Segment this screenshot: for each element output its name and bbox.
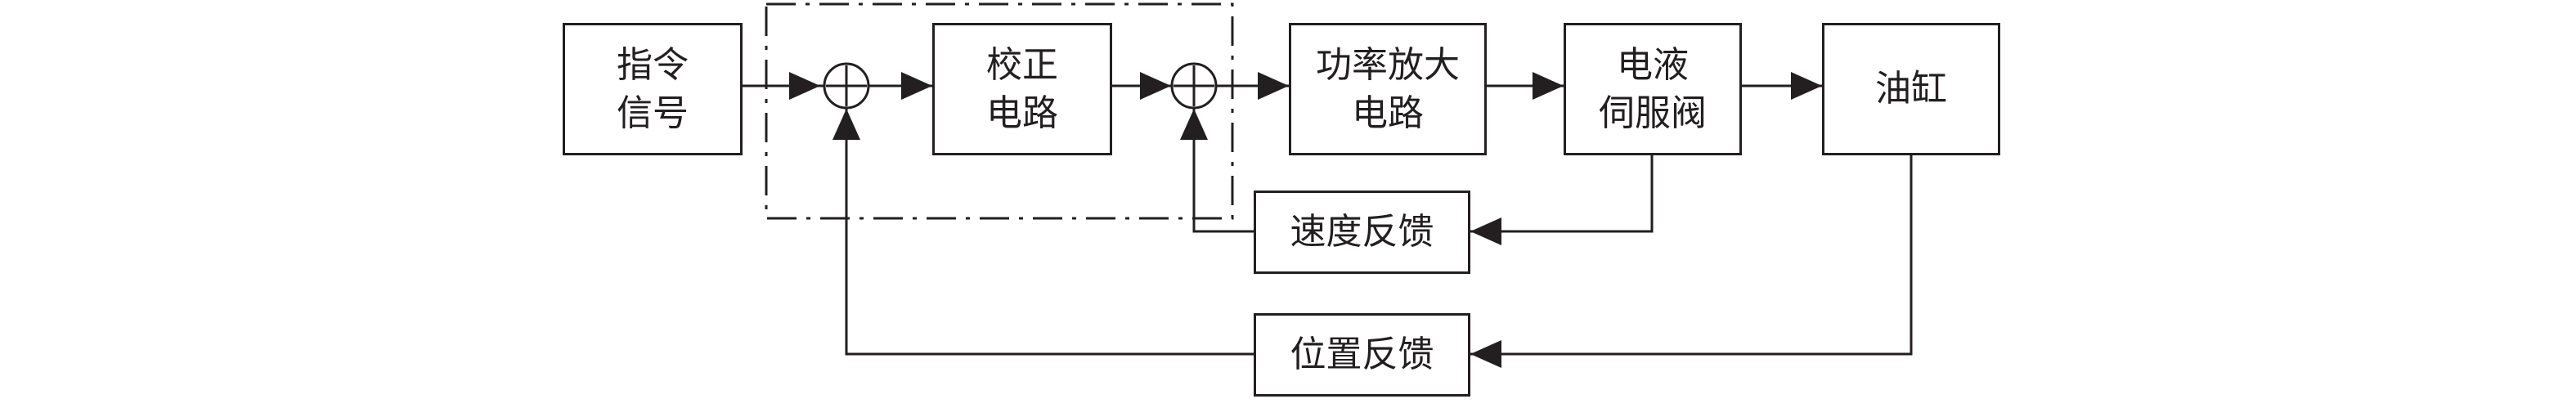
- velocity-feedback-label: 速度反馈: [1290, 211, 1434, 253]
- connector-position-feedback-to-sum1: [845, 109, 1254, 356]
- summing-junction-2: [1170, 62, 1218, 110]
- servo-valve-block: 电液 伺服阀: [1564, 23, 1742, 155]
- arrowhead-sum1-input: [789, 72, 820, 100]
- velocity-feedback-block: 速度反馈: [1254, 191, 1470, 274]
- position-feedback-label: 位置反馈: [1290, 334, 1434, 376]
- arrowhead-sum1-feedback: [832, 109, 860, 140]
- command-signal-label: 指令 信号: [617, 43, 689, 134]
- power-amp-circuit-block: 功率放大 电路: [1289, 23, 1487, 155]
- arrowhead-sum2-feedback: [1180, 109, 1208, 140]
- correction-circuit-block: 校正 电路: [932, 23, 1112, 155]
- arrowhead-sum2-input: [1140, 72, 1171, 100]
- arrowhead-velocity-feedback-input: [1470, 217, 1501, 245]
- hydraulic-cylinder-label: 油缸: [1875, 68, 1947, 110]
- arrowhead-valve-input: [1533, 72, 1564, 100]
- power-amp-circuit-label: 功率放大 电路: [1316, 43, 1460, 134]
- connector-valve-to-velocity-feedback: [1470, 154, 1654, 233]
- connector-cylinder-to-position-feedback: [1470, 154, 1913, 356]
- connector-velocity-feedback-to-sum2: [1192, 109, 1254, 233]
- arrowhead-power-amp-input: [1258, 72, 1289, 100]
- hydraulic-cylinder-block: 油缸: [1822, 23, 2000, 155]
- correction-circuit-label: 校正 电路: [986, 43, 1058, 134]
- arrowhead-correction-input: [901, 72, 932, 100]
- position-feedback-block: 位置反馈: [1254, 313, 1470, 397]
- arrowhead-position-feedback-input: [1470, 340, 1501, 368]
- arrowhead-cylinder-input: [1791, 72, 1822, 100]
- correction-stage-boundary: [765, 2, 1234, 220]
- servo-valve-label: 电液 伺服阀: [1599, 43, 1707, 134]
- command-signal-block: 指令 信号: [563, 23, 743, 155]
- summing-junction-1: [823, 62, 870, 110]
